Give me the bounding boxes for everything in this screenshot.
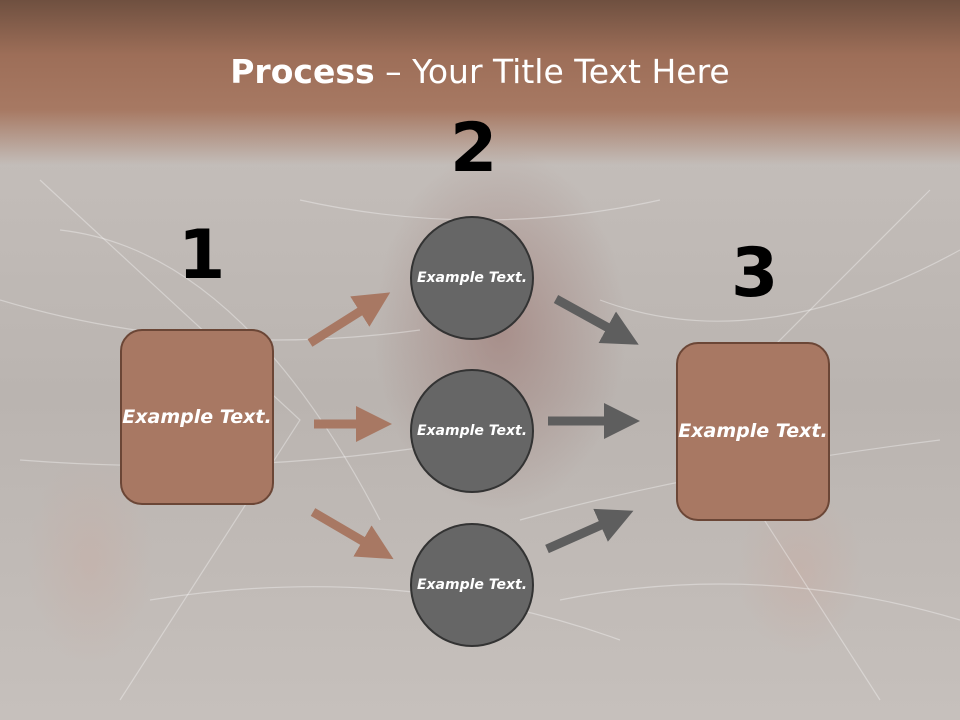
arrow-bottom-to-3 [545, 508, 634, 554]
arrow-1-to-top [307, 292, 391, 347]
circle-bottom: Example Text. [410, 523, 534, 647]
step-number-1: 1 [178, 216, 226, 295]
arrow-top-to-3 [553, 295, 639, 345]
circle-middle-label: Example Text. [416, 422, 528, 439]
step-3-box: Example Text. [676, 342, 830, 521]
circle-bottom-label: Example Text. [416, 576, 528, 593]
step-number-3: 3 [731, 234, 779, 313]
step-number-2: 2 [450, 109, 498, 188]
circle-top-label: Example Text. [416, 269, 528, 286]
step-1-label: Example Text. [122, 405, 272, 428]
arrow-1-to-bottom [310, 508, 394, 560]
step-3-label: Example Text. [678, 420, 828, 442]
page-title: Process – Your Title Text Here [230, 52, 730, 91]
header-band [0, 0, 960, 165]
circle-top: Example Text. [410, 216, 534, 340]
step-1-box: Example Text. [120, 329, 274, 505]
circle-middle: Example Text. [410, 369, 534, 493]
